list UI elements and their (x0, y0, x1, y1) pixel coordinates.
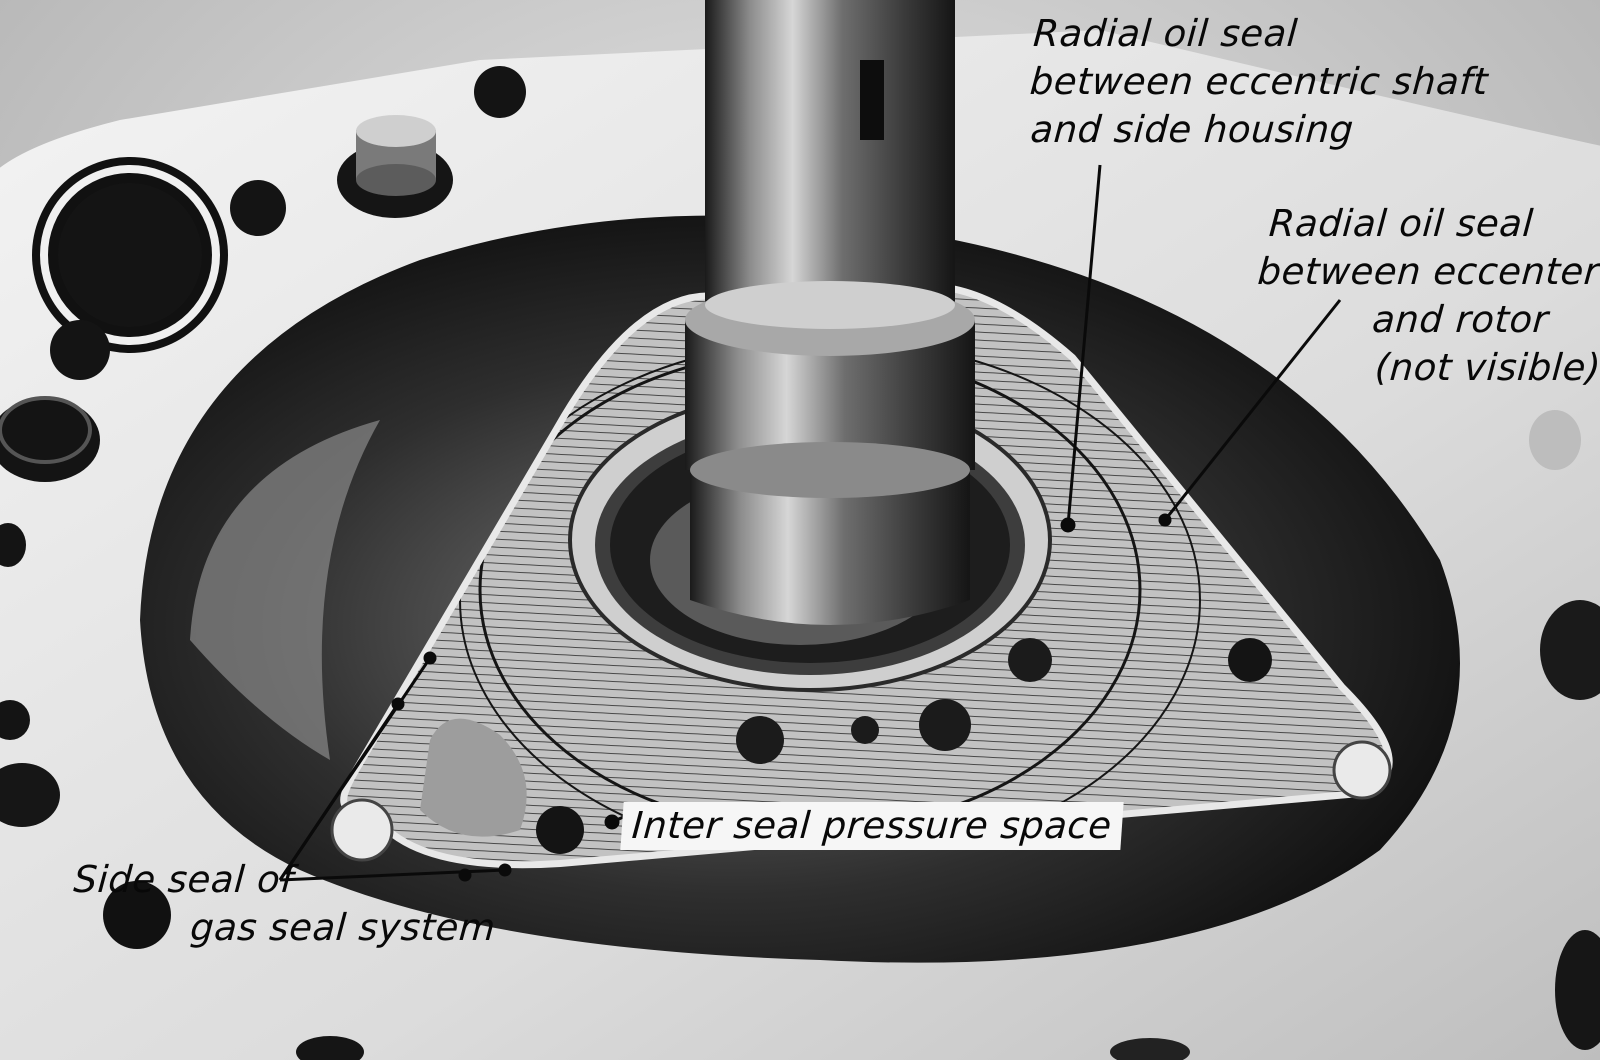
annotation-side-seal: Side seal of gas seal system (69, 856, 501, 952)
annotation-pressure-space: Inter seal pressure space (620, 802, 1124, 850)
annotation-line: between eccenter (1256, 250, 1600, 293)
annotation-line: between eccentric shaft (1028, 60, 1490, 103)
annotation-line: Inter seal pressure space (630, 804, 1114, 847)
annotation-line: and rotor (1370, 298, 1550, 341)
annotation-line: gas seal system (188, 906, 498, 949)
annotation-line: Radial oil seal (1031, 12, 1300, 55)
annotation-shaft-seal: Radial oil seal between eccentric shaft … (1025, 10, 1493, 154)
dowel-pin (337, 115, 453, 218)
leader-lines (278, 164, 1342, 882)
annotation-line: Radial oil seal (1267, 202, 1535, 245)
housing-holes (0, 66, 1600, 1060)
annotation-line: and side housing (1029, 108, 1356, 151)
apex-seal-right (1332, 740, 1392, 800)
eccentric-shaft (685, 0, 975, 625)
cavity-reflection (190, 420, 380, 760)
annotation-line: Side seal of (72, 858, 296, 901)
apex-seal-left (330, 798, 394, 862)
annotation-rotor-seal: Radial oil seal between eccenter and rot… (1256, 200, 1600, 392)
annotation-line: (not visible) (1373, 346, 1600, 389)
